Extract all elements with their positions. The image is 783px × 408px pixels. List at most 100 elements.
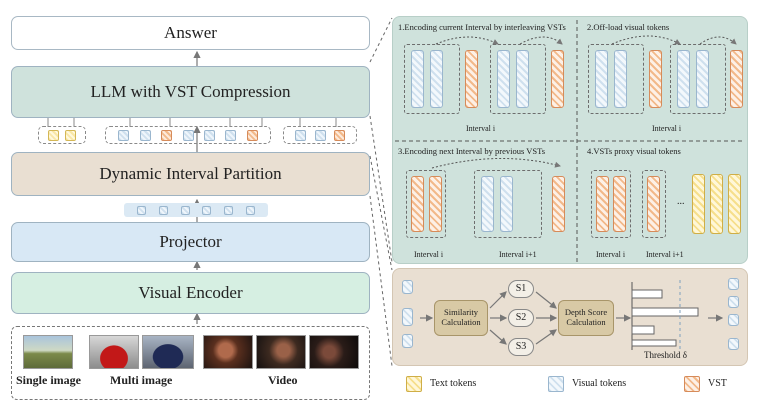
text-token (47, 129, 59, 141)
zoom-line (369, 17, 393, 63)
encoder-box: Visual Encoder (11, 272, 370, 314)
visual-token-column (497, 50, 510, 108)
similarity-node: Similarity Calculation (434, 300, 488, 336)
visual-token (225, 129, 237, 141)
input-label-multi: Multi image (110, 373, 173, 387)
visual-token-column (677, 50, 690, 108)
token-strip-interval-2 (283, 126, 357, 144)
answer-box: Answer (11, 16, 370, 50)
visual-token (202, 205, 212, 215)
llm-label: LLM with VST Compression (90, 82, 291, 101)
legend-text-swatch (406, 376, 422, 392)
token-strip-text (38, 126, 86, 144)
encoder-label: Visual Encoder (138, 283, 243, 302)
panel-2-title: 2.Off-load visual tokens (587, 22, 670, 32)
vst-column (411, 176, 424, 232)
group-box (588, 44, 644, 114)
score-node-s2: S2 (508, 309, 534, 327)
group-box (474, 170, 542, 238)
vst-token (246, 129, 258, 141)
visual-token (118, 129, 130, 141)
visual-token (136, 205, 146, 215)
group-box (490, 44, 546, 114)
input-visual-token (402, 280, 413, 294)
partition-label: Dynamic Interval Partition (99, 164, 282, 183)
legend-vst-swatch (684, 376, 700, 392)
vst-token (334, 129, 346, 141)
projector-label: Projector (159, 232, 222, 251)
vst-column (465, 50, 478, 108)
panel-3-interval-b-label: Interval i+1 (499, 250, 537, 259)
vst-column (429, 176, 442, 232)
llm-box: LLM with VST Compression (11, 66, 370, 118)
depth-score-label: Depth Score Calculation (564, 307, 608, 327)
vst-column (649, 50, 662, 108)
panel-3-title: 3.Encoding next Interval by previous VST… (398, 146, 546, 156)
legend-visual-label: Visual tokens (572, 378, 627, 389)
vst-column (552, 176, 565, 232)
visual-token-strip (124, 203, 268, 217)
score-label-s1: S1 (515, 283, 527, 295)
visual-token-column (516, 50, 529, 108)
threshold-label: Threshold δ (644, 350, 687, 360)
multi-image-thumbnail-1 (89, 335, 139, 369)
visual-token (246, 205, 256, 215)
text-token-column (692, 174, 705, 234)
zoom-line (369, 195, 393, 367)
depth-score-node: Depth Score Calculation (558, 300, 614, 336)
video-frame-3 (309, 335, 359, 369)
score-node-s1: S1 (508, 280, 534, 298)
group-box (406, 170, 446, 238)
visual-token (182, 129, 194, 141)
input-visual-token (402, 308, 413, 326)
zoom-line (369, 155, 393, 271)
visual-token-column (430, 50, 443, 108)
panel-3-interval-a-label: Interval i (414, 250, 444, 259)
vst-column (730, 50, 743, 108)
panel-1-title: 1.Encoding current Interval by interleav… (398, 22, 566, 32)
text-token-column (710, 174, 723, 234)
group-box (642, 170, 666, 238)
partition-box: Dynamic Interval Partition (11, 152, 370, 196)
inputs-box (11, 326, 370, 400)
score-label-s3: S3 (515, 341, 527, 353)
vst-column (613, 176, 626, 232)
visual-token-column (500, 176, 513, 232)
visual-token-column (595, 50, 608, 108)
score-label-s2: S2 (515, 312, 527, 324)
single-image-thumbnail (23, 335, 73, 369)
visual-token (314, 129, 326, 141)
panel-4-interval-b-label: Interval i+1 (646, 250, 684, 259)
visual-token-column (411, 50, 424, 108)
input-visual-token (402, 334, 413, 348)
group-box (591, 170, 631, 238)
text-token (65, 129, 77, 141)
similarity-label: Similarity Calculation (441, 307, 481, 327)
panel-1-interval-label: Interval i (466, 124, 496, 133)
output-visual-token (728, 296, 739, 308)
multi-image-thumbnail-2 (142, 335, 194, 369)
legend-vst-label: VST (708, 378, 727, 389)
visual-token-column (614, 50, 627, 108)
panel-4-interval-a-label: Interval i (596, 250, 626, 259)
legend-text-label: Text tokens (430, 378, 477, 389)
panel-2-interval-label: Interval i (652, 124, 682, 133)
panel-4-title: 4.VSTs proxy visual tokens (587, 146, 681, 156)
text-token-column (728, 174, 741, 234)
answer-label: Answer (164, 23, 217, 42)
legend-visual-swatch (548, 376, 564, 392)
zoom-line (369, 115, 393, 263)
input-label-single: Single image (16, 373, 81, 387)
projector-box: Projector (11, 222, 370, 262)
video-frame-1 (203, 335, 253, 369)
group-box (404, 44, 460, 114)
vst-column (596, 176, 609, 232)
output-visual-token (728, 314, 739, 326)
visual-token-column (696, 50, 709, 108)
visual-token (180, 205, 190, 215)
depth-score-chart (631, 280, 699, 350)
score-node-s3: S3 (508, 338, 534, 356)
visual-token (158, 205, 168, 215)
visual-token-column (481, 176, 494, 232)
